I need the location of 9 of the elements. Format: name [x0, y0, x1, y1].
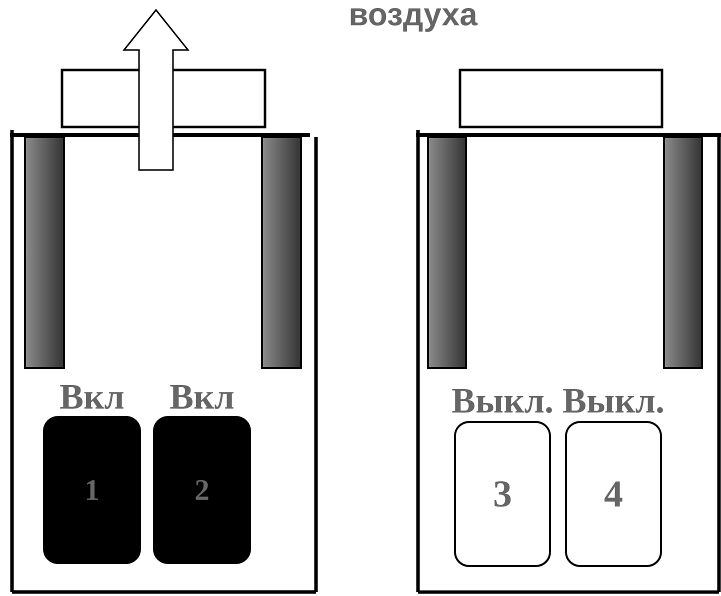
switch-card: 3 — [454, 420, 551, 567]
switch-label: Выкл. — [452, 388, 552, 414]
switch-label: Вкл — [60, 385, 124, 409]
switch-card: 1 — [43, 416, 141, 564]
title: воздуха — [350, 8, 478, 32]
switch-card: 2 — [153, 416, 251, 564]
switch-card: 4 — [565, 420, 662, 567]
switch-label: Вкл — [170, 385, 234, 409]
switch-label: Выкл. — [563, 388, 663, 414]
